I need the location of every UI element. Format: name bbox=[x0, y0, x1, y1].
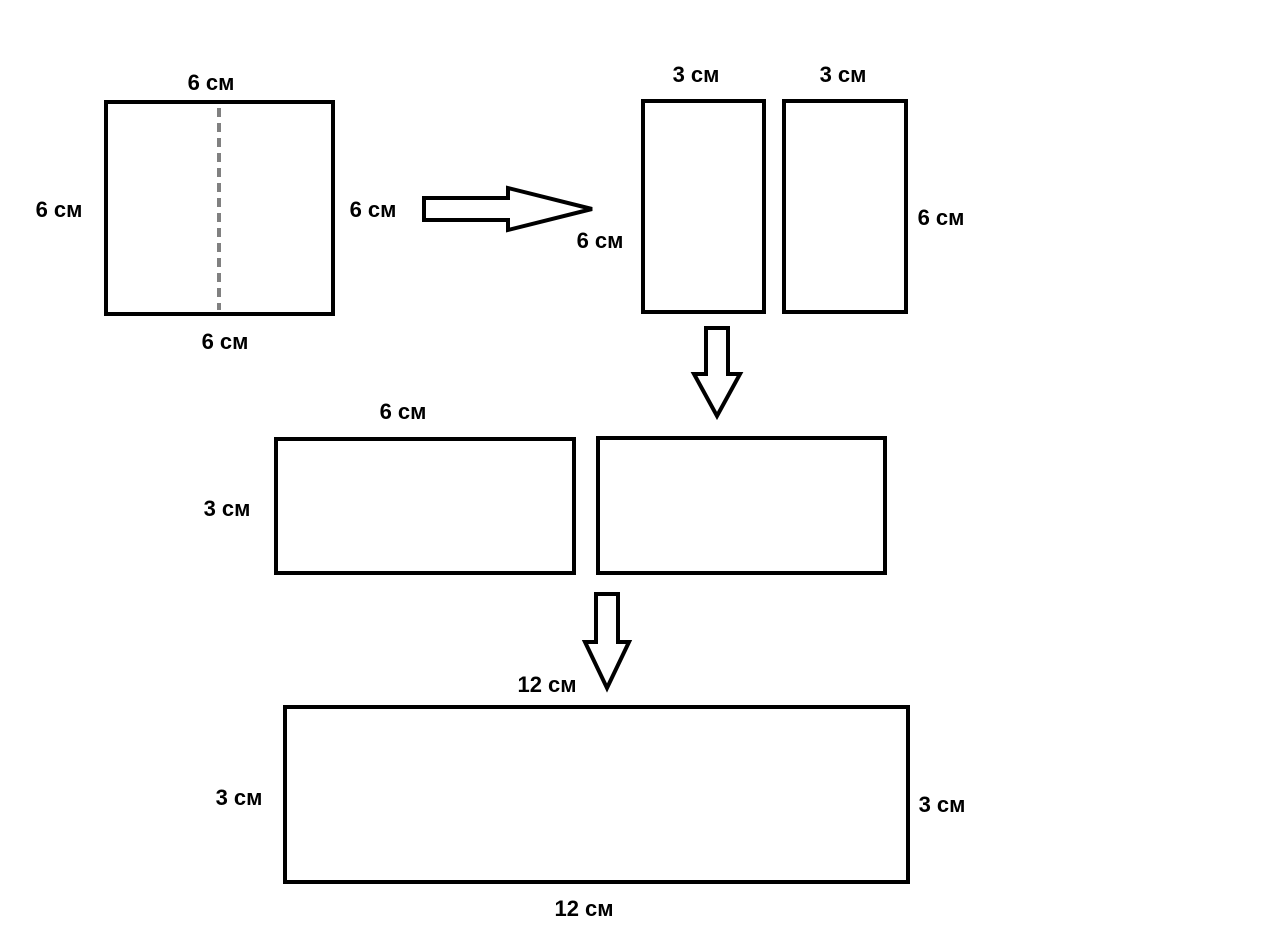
square-bottom-label: 6 см bbox=[202, 329, 249, 354]
result-rect-12x3 bbox=[283, 705, 910, 884]
square-top-label: 6 см bbox=[188, 70, 235, 95]
square-6x6 bbox=[104, 100, 335, 316]
half-right-side-label: 6 см bbox=[918, 205, 965, 230]
arrow-down-icon bbox=[690, 326, 744, 421]
arrow-down-icon bbox=[581, 592, 633, 693]
square-left-label: 6 см bbox=[36, 197, 83, 222]
result-bottom-label: 12 см bbox=[554, 896, 613, 921]
rotated-rect-right bbox=[596, 436, 887, 575]
half-right-top-label: 3 см bbox=[820, 62, 867, 87]
result-right-label: 3 см bbox=[919, 792, 966, 817]
half-rect-left bbox=[641, 99, 766, 314]
rotated-rect-left bbox=[274, 437, 576, 575]
rotated-side-label: 3 см bbox=[204, 496, 251, 521]
half-left-top-label: 3 см bbox=[673, 62, 720, 87]
square-right-label: 6 см bbox=[350, 197, 397, 222]
half-rect-right bbox=[782, 99, 908, 314]
result-left-label: 3 см bbox=[216, 785, 263, 810]
arrow-right-icon bbox=[422, 185, 593, 233]
rotated-top-label: 6 см bbox=[380, 399, 427, 424]
half-left-side-label: 6 см bbox=[577, 228, 624, 253]
result-top-label: 12 см bbox=[517, 672, 576, 697]
